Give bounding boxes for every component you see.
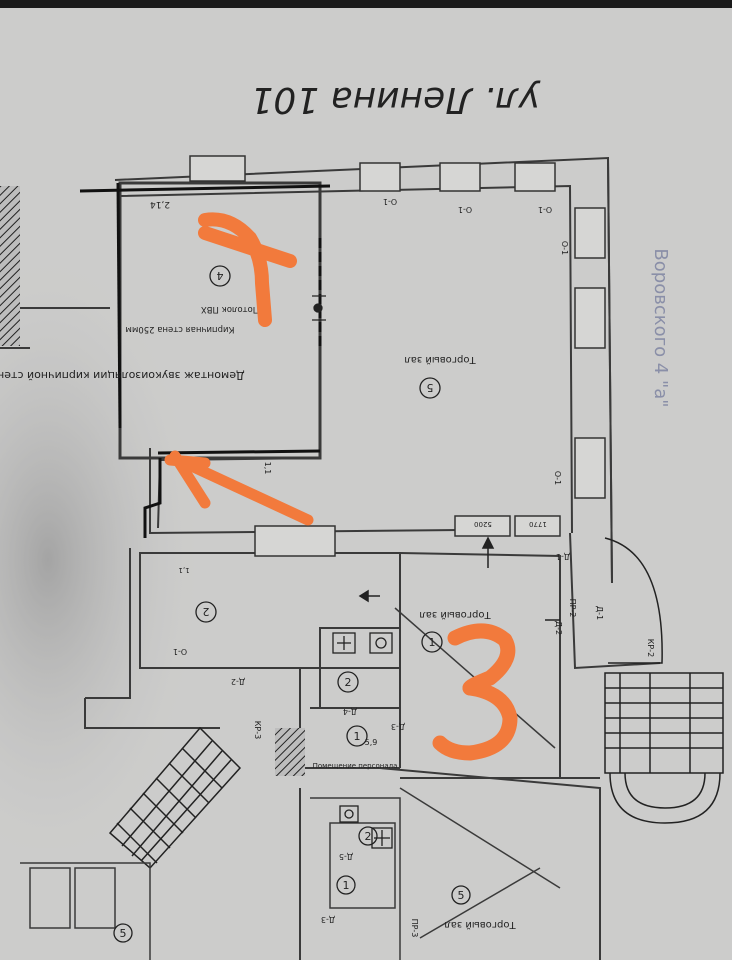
dim-2: 1770 <box>529 520 547 528</box>
hatched-column <box>275 728 305 776</box>
label-hall-main: Торговый зал <box>404 354 476 365</box>
annotation-arrow <box>164 450 314 526</box>
window-mark-3: О-1 <box>538 205 552 214</box>
window-mark-5: О-1 <box>553 471 562 485</box>
stair-mark-3: ПР-2 <box>568 599 577 618</box>
stairs-right <box>604 537 724 824</box>
annotation-number-1 <box>198 212 297 327</box>
note-demolition: Демонтаж звукоизоляции кирпичной стены и… <box>0 369 245 382</box>
note-pvc-ceiling: Потолок ПВХ <box>201 304 259 314</box>
door-mark-8: Д-1 <box>556 552 570 561</box>
lower-rooms <box>20 607 561 960</box>
note-wall: Кирпичная стена 250мм <box>125 324 234 334</box>
direction-arrows <box>358 536 560 621</box>
stair-mark-1: КР-3 <box>253 721 262 739</box>
room-num-5: 5 <box>427 381 434 394</box>
room-marker-bottom <box>358 826 378 846</box>
stair-mark-4: ПР-3 <box>410 919 419 938</box>
label-hall-bottom: Торговый зал <box>444 919 516 930</box>
dim-3: 1,1 <box>178 566 189 574</box>
floor-plan: 4 5 2 1 2 1 1 2 5 5 Торговый зал Торговы… <box>0 8 732 960</box>
annotation-number-3 <box>432 623 518 761</box>
room-num-vest: 1 <box>354 730 361 743</box>
room-num-small: 1 <box>343 879 350 892</box>
windows-top <box>189 155 606 557</box>
room-marker-bottom-left <box>113 923 133 943</box>
room-markers <box>113 265 471 943</box>
door-mark-4: Д-1 <box>595 606 604 620</box>
door-mark-3: Д-4 <box>343 707 357 716</box>
room-marker-1 <box>421 631 443 653</box>
door-mark-7: Д-3 <box>321 915 335 924</box>
stair-mark-2: КР-2 <box>646 639 655 657</box>
room-num-1: 1 <box>429 636 436 649</box>
door-mark-6: Д-2 <box>554 621 563 635</box>
room-marker-hall-bottom <box>451 885 471 905</box>
partitions <box>79 182 331 538</box>
room-marker-wc <box>337 671 359 693</box>
label-hall-lower: Торговый зал <box>419 609 491 620</box>
fixtures <box>312 295 393 849</box>
window-mark-1: О-1 <box>383 197 397 206</box>
hatched-wall-left <box>0 186 20 346</box>
room-marker-4 <box>209 265 231 287</box>
label-vest: Помещение персонала <box>313 762 398 770</box>
room-marker-small <box>336 875 356 895</box>
door-mark-5: Д-5 <box>339 852 353 861</box>
stairs-left <box>108 726 242 870</box>
room-marker-vest <box>346 725 368 747</box>
label-area-vest: 5,9 <box>365 738 378 747</box>
window-mark-2: О-1 <box>458 205 472 214</box>
label-mark-upper: 1,1 <box>263 462 272 475</box>
street-right: Воровского 4 "а" <box>650 248 671 407</box>
window-mark-6: О-1 <box>173 647 187 656</box>
dim-1: 5200 <box>474 520 492 528</box>
room-num-wc: 2 <box>345 676 352 689</box>
room-num-hall-bottom: 5 <box>458 889 465 902</box>
room-num-2: 2 <box>203 605 210 618</box>
label-room-mark-a: 2,14 <box>150 199 170 209</box>
window-mark-4: О-1 <box>560 241 569 255</box>
street-top: ул. Ленина 101 <box>250 79 540 120</box>
room-marker-5 <box>419 377 441 399</box>
door-mark-1: Д-2 <box>231 677 245 686</box>
room-num-bottom: 2 <box>365 830 372 843</box>
room-num-bottom-left: 5 <box>120 927 127 940</box>
room-num-4: 4 <box>217 269 224 282</box>
room-marker-2 <box>195 601 217 623</box>
door-mark-2: Д-3 <box>391 722 405 731</box>
